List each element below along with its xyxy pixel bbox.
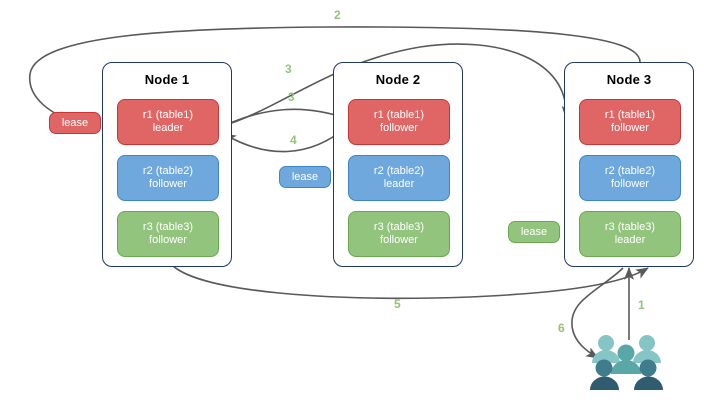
arrow-step-3-node2 bbox=[218, 108, 349, 129]
step-label-3-node2: 3 bbox=[288, 90, 295, 104]
node-1-replica-r2-id: r2 (table2) bbox=[142, 164, 194, 177]
node-2-replica-r3-id: r3 (table3) bbox=[373, 220, 425, 233]
node-2-replica-r1[interactable]: r1 (table1) follower bbox=[348, 99, 450, 145]
step-label-1: 1 bbox=[638, 298, 645, 312]
node-2-replica-r1-role: follower bbox=[380, 122, 418, 134]
node-2-replica-r3-role: follower bbox=[380, 234, 418, 246]
arrow-step-3-node3 bbox=[218, 43, 572, 128]
arrow-step-2 bbox=[29, 26, 641, 121]
node-1-replica-r1[interactable]: r1 (table1) leader bbox=[117, 99, 219, 145]
arrow-step-5 bbox=[171, 264, 649, 300]
node-1[interactable]: Node 1 r1 (table1) leader r2 (table2) fo… bbox=[102, 62, 232, 267]
node-1-replica-r3-id: r3 (table3) bbox=[142, 220, 194, 233]
node-3-replica-r1-role: follower bbox=[611, 122, 649, 134]
node-1-replica-r1-role: leader bbox=[152, 122, 184, 134]
node-3-replica-r2-id: r2 (table2) bbox=[604, 164, 656, 177]
lease-chip-r3[interactable]: lease bbox=[508, 221, 560, 243]
arrow-step-6 bbox=[571, 267, 624, 359]
node-1-replica-r2-role: follower bbox=[149, 178, 187, 190]
users-icon bbox=[590, 335, 663, 390]
node-3-title: Node 3 bbox=[606, 72, 652, 87]
step-label-2: 2 bbox=[334, 8, 341, 22]
node-2-replica-r2[interactable]: r2 (table2) leader bbox=[348, 155, 450, 201]
node-1-replica-r3-role: follower bbox=[149, 234, 187, 246]
node-3-replica-r1-id: r1 (table1) bbox=[604, 108, 656, 121]
step-label-5: 5 bbox=[394, 297, 401, 311]
node-3-replica-r2[interactable]: r2 (table2) follower bbox=[579, 155, 681, 201]
node-2-title: Node 2 bbox=[375, 72, 421, 87]
node-2-replica-r2-role: leader bbox=[383, 178, 415, 190]
lease-chip-r2[interactable]: lease bbox=[279, 166, 331, 188]
arrow-step-4 bbox=[223, 123, 351, 153]
node-1-title: Node 1 bbox=[144, 72, 190, 87]
node-2-replica-r1-id: r1 (table1) bbox=[373, 108, 425, 121]
step-label-4: 4 bbox=[290, 133, 297, 147]
node-1-replica-r2[interactable]: r2 (table2) follower bbox=[117, 155, 219, 201]
node-2[interactable]: Node 2 r1 (table1) follower r2 (table2) … bbox=[333, 62, 463, 267]
step-label-6: 6 bbox=[558, 321, 565, 335]
lease-chip-r1[interactable]: lease bbox=[49, 112, 101, 134]
node-3-replica-r3[interactable]: r3 (table3) leader bbox=[579, 211, 681, 257]
node-2-replica-r3[interactable]: r3 (table3) follower bbox=[348, 211, 450, 257]
node-3-replica-r3-id: r3 (table3) bbox=[604, 220, 656, 233]
node-3-replica-r2-role: follower bbox=[611, 178, 649, 190]
node-3[interactable]: Node 3 r1 (table1) follower r2 (table2) … bbox=[564, 62, 694, 267]
node-3-replica-r1[interactable]: r1 (table1) follower bbox=[579, 99, 681, 145]
step-label-3-node3: 3 bbox=[285, 62, 292, 76]
node-3-replica-r3-role: leader bbox=[614, 234, 646, 246]
node-2-replica-r2-id: r2 (table2) bbox=[373, 164, 425, 177]
node-1-replica-r1-id: r1 (table1) bbox=[142, 108, 194, 121]
node-1-replica-r3[interactable]: r3 (table3) follower bbox=[117, 211, 219, 257]
